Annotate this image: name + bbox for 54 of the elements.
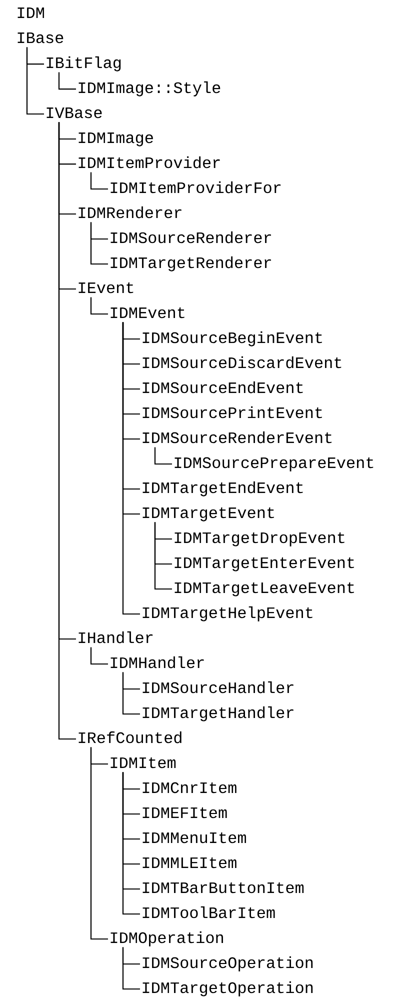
class-name: IDMEvent: [110, 307, 184, 318]
tree-connector: [58, 122, 76, 740]
class-name: IVBase: [46, 107, 102, 118]
tree-connector: [58, 72, 76, 90]
class-name: IDMTargetDropEvent: [174, 532, 344, 546]
class-name: IDMTargetHandler: [142, 706, 294, 722]
class-name: IBitFlag: [46, 56, 121, 72]
tree-connector: [122, 322, 140, 615]
tree-connector: [122, 772, 140, 915]
class-name: IDMTargetEnterEvent: [174, 557, 354, 572]
tree-connector: [122, 672, 140, 715]
class-name: IDMMenuItem: [142, 832, 246, 844]
class-name: IDMEFItem: [142, 807, 227, 818]
class-name: IDMOperation: [110, 931, 223, 946]
class-name: IDMSourceEndEvent: [142, 381, 303, 394]
class-name: IDMSourceOperation: [142, 956, 313, 972]
tree-connector: [90, 747, 108, 940]
class-name: IDMRenderer: [78, 206, 182, 218]
tree-connector: [154, 522, 172, 590]
class-name: IDMHandler: [110, 656, 204, 668]
class-name: IDMMLEItem: [142, 857, 236, 868]
class-name: IDMTBarButtonItem: [142, 882, 304, 894]
class-name: IDMTargetEvent: [142, 507, 274, 522]
class-name: IDMTargetHelpEvent: [142, 606, 312, 622]
heading: IDM: [18, 7, 44, 18]
tree-connector: [90, 222, 108, 265]
class-name: IDMCnrItem: [142, 782, 236, 794]
tree-connector: [154, 447, 172, 465]
tree-connector: [26, 47, 44, 115]
class-name: IBase: [18, 32, 64, 44]
tree-connector: [90, 647, 108, 665]
class-name: IDMImage::Style: [78, 81, 220, 96]
class-name: IDMSourceRenderEvent: [142, 431, 332, 444]
class-name: IEvent: [78, 282, 134, 294]
class-name: IDMTargetEndEvent: [142, 481, 303, 496]
class-name: IRefCounted: [78, 731, 182, 744]
class-name: IDMTargetRenderer: [110, 256, 271, 272]
class-name: IDMSourceRenderer: [110, 231, 271, 244]
class-name: IDMSourcePrepareEvent: [174, 457, 374, 472]
class-name: IDMImage: [78, 132, 153, 146]
class-name: IDMSourcePrintEvent: [142, 406, 322, 418]
class-name: IDMItemProviderFor: [110, 181, 281, 194]
class-name: IHandler: [78, 631, 153, 644]
class-name: IDMSourceHandler: [142, 681, 294, 694]
class-name: IDMSourceDiscardEvent: [142, 356, 342, 368]
tree-connector: [122, 947, 140, 990]
class-name: IDMItemProvider: [78, 156, 220, 168]
class-name: IDMTargetLeaveEvent: [174, 582, 354, 596]
tree-connector: [90, 172, 108, 190]
class-name: IDMItem: [110, 757, 176, 768]
class-name: IDMTargetOperation: [142, 981, 313, 996]
tree-connector: [90, 297, 108, 315]
class-name: IDMSourceBeginEvent: [142, 331, 322, 346]
class-name: IDMToolBarItem: [142, 906, 275, 918]
